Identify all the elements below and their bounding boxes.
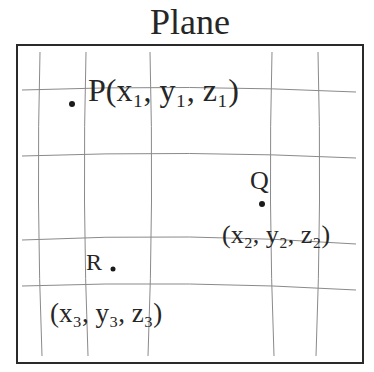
grid-lines xyxy=(22,52,356,356)
plane-heading: Plane xyxy=(150,4,230,40)
point-label: (x₂, y₂, z₂) xyxy=(222,222,330,248)
point-label: P(x₁, y₁, z₁) xyxy=(88,74,239,106)
point-label: R xyxy=(86,250,102,274)
point-label: (x₃, y₃, z₃) xyxy=(50,300,162,327)
point-label: Q xyxy=(250,168,269,194)
